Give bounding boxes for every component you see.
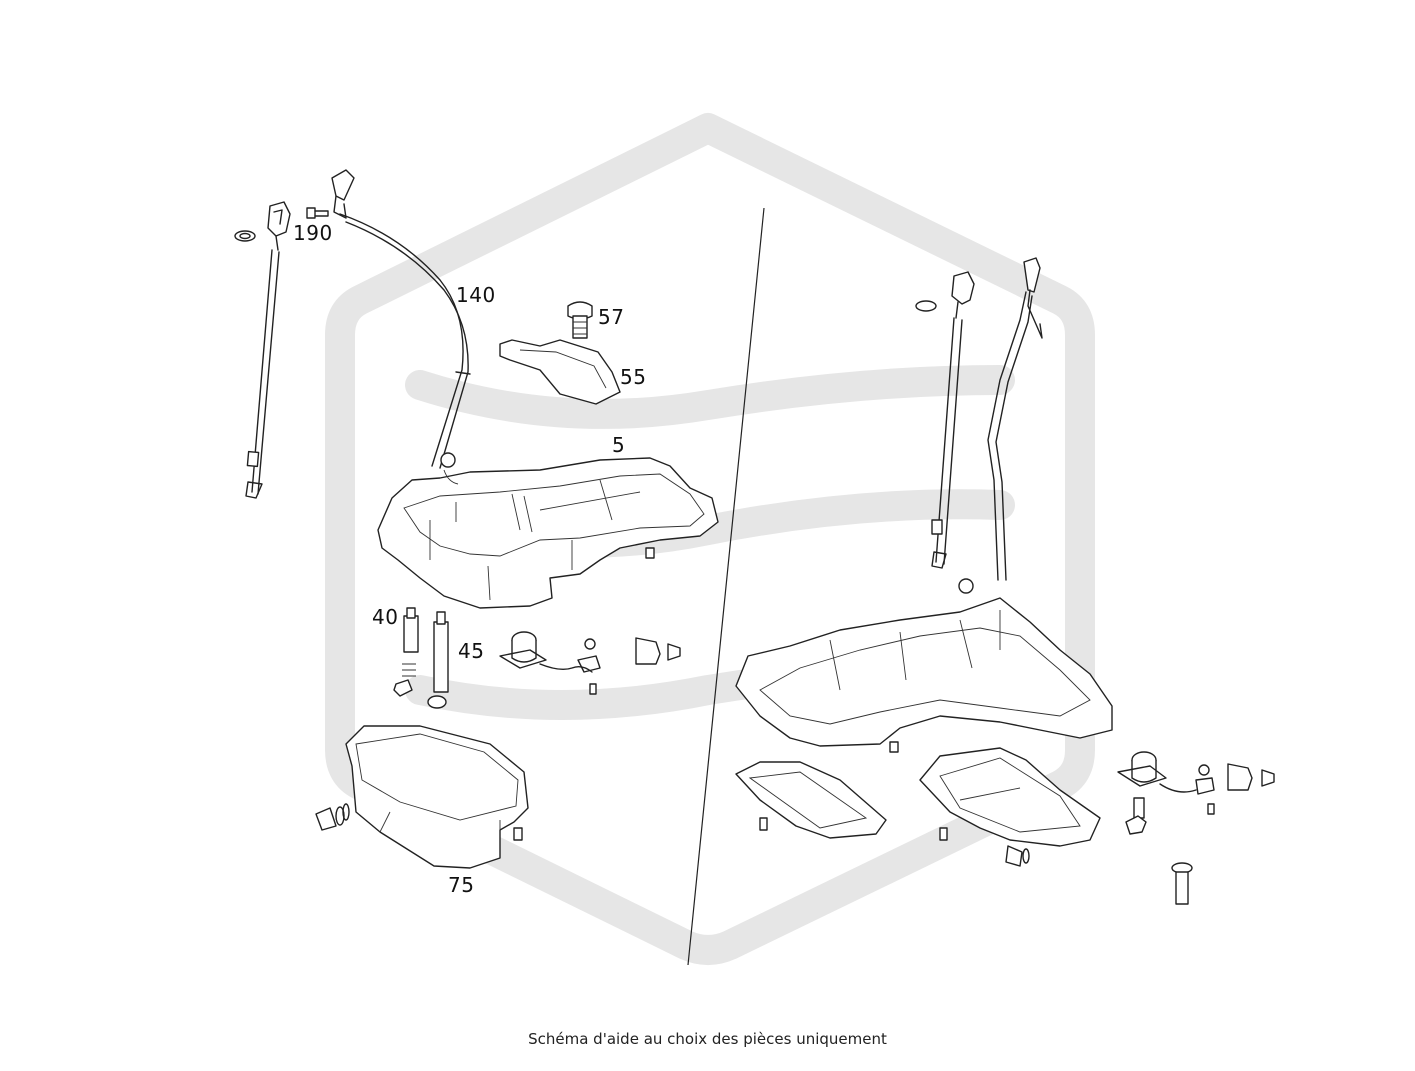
baffle-plate-55[interactable] <box>499 339 621 405</box>
drain-plug-left[interactable] <box>315 803 350 831</box>
stud-40[interactable] <box>393 607 419 697</box>
dipstick-left[interactable] <box>234 201 291 499</box>
divider-line <box>687 207 765 966</box>
callout-40: 40 <box>372 605 398 629</box>
bolt-57[interactable] <box>567 301 593 339</box>
plug-bolt-right[interactable] <box>1171 862 1193 905</box>
drain-plug-right[interactable] <box>1005 845 1030 867</box>
dipstick-right[interactable] <box>915 271 975 569</box>
oil-level-sensor-right[interactable] <box>1117 751 1275 815</box>
oil-level-sensor-left[interactable] <box>499 631 681 695</box>
lower-oil-pan-right-small[interactable] <box>735 761 887 839</box>
callout-190: 190 <box>293 221 333 245</box>
callout-140: 140 <box>456 283 496 307</box>
stud-right[interactable] <box>1125 797 1147 835</box>
bolt-190[interactable] <box>306 207 329 219</box>
callout-45: 45 <box>458 639 484 663</box>
lower-oil-pan-right-large[interactable] <box>919 747 1101 847</box>
callout-5: 5 <box>612 433 625 457</box>
callout-55: 55 <box>620 365 646 389</box>
callout-57: 57 <box>598 305 624 329</box>
guide-tube-140[interactable] <box>331 169 471 469</box>
lower-oil-pan-75[interactable] <box>345 725 529 869</box>
diagram-caption: Schéma d'aide au choix des pièces unique… <box>528 1030 887 1048</box>
guide-tube-right[interactable] <box>987 257 1043 581</box>
callout-75: 75 <box>448 873 474 897</box>
stud-45[interactable] <box>427 611 449 709</box>
upper-oil-pan-right[interactable] <box>735 578 1113 753</box>
upper-oil-pan-5[interactable] <box>377 452 719 609</box>
